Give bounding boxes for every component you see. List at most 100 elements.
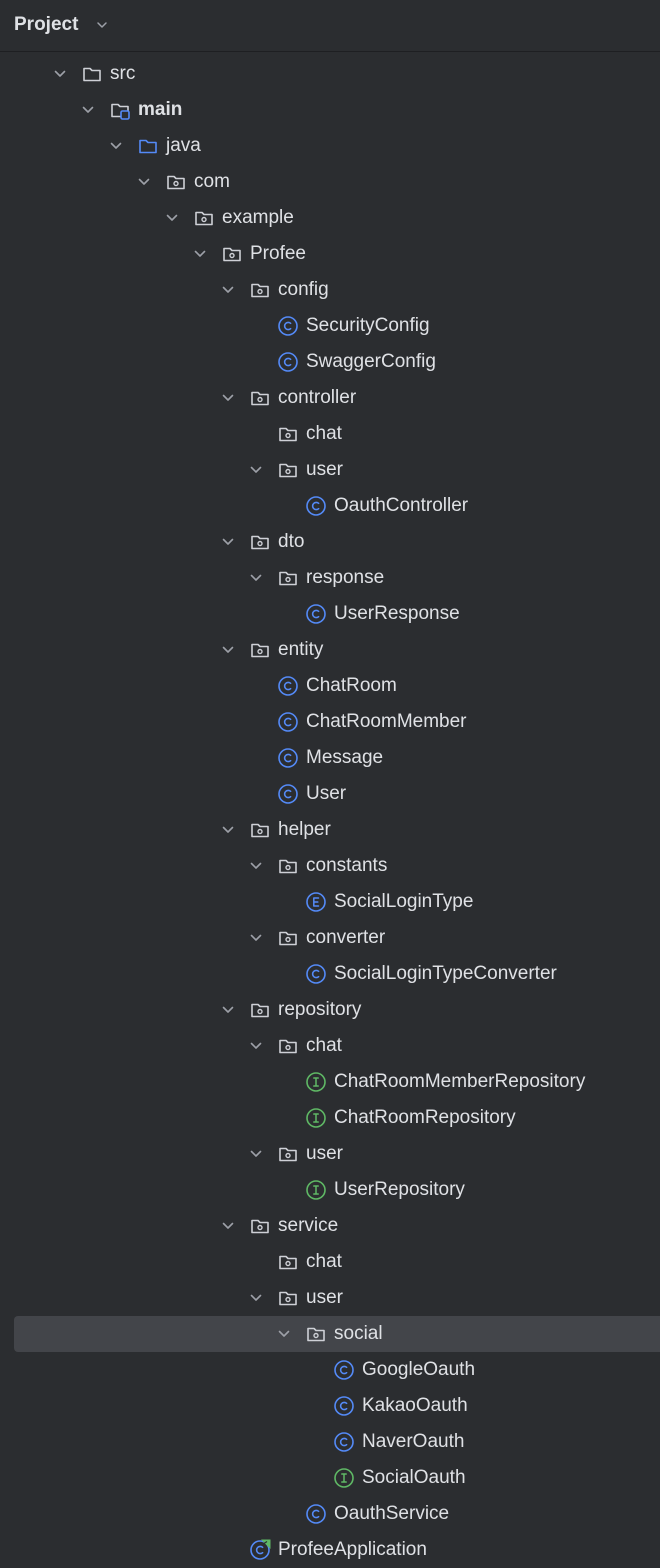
tree-node[interactable]: SecurityConfig [0, 308, 660, 344]
tree-node-label: src [110, 63, 136, 84]
tree-node[interactable]: User [0, 776, 660, 812]
class-icon [334, 1396, 354, 1416]
tree-node-label: ChatRoomMember [306, 711, 467, 732]
tree-node[interactable]: NaverOauth [0, 1424, 660, 1460]
tree-node[interactable]: user [0, 1136, 660, 1172]
tree-node[interactable]: SwaggerConfig [0, 344, 660, 380]
package-icon [279, 1291, 297, 1306]
tree-node[interactable]: ChatRoomMember [0, 704, 660, 740]
tree-node[interactable]: Profee [0, 236, 660, 272]
tree-node-label: repository [278, 999, 362, 1020]
chevron-down-icon[interactable] [193, 247, 207, 261]
package-icon [251, 823, 269, 838]
tree-node[interactable]: OauthService [0, 1496, 660, 1532]
package-icon [251, 643, 269, 658]
tree-node[interactable]: UserResponse [0, 596, 660, 632]
tree-node[interactable]: SocialOauth [0, 1460, 660, 1496]
tree-node[interactable]: controller [0, 380, 660, 416]
enum-icon [306, 892, 326, 912]
chevron-down-icon[interactable] [249, 1291, 263, 1305]
chevron-down-icon[interactable] [95, 18, 109, 32]
chevron-down-icon[interactable] [249, 859, 263, 873]
chevron-down-icon[interactable] [221, 1003, 235, 1017]
tree-node-label: NaverOauth [362, 1431, 465, 1452]
tree-node[interactable]: ChatRoomRepository [0, 1100, 660, 1136]
chevron-down-icon[interactable] [221, 283, 235, 297]
tree-node[interactable]: ChatRoomMemberRepository [0, 1064, 660, 1100]
chevron-down-icon[interactable] [249, 931, 263, 945]
chevron-down-icon[interactable] [249, 1147, 263, 1161]
tree-node-label: user [306, 459, 343, 480]
java-source-folder-icon [139, 139, 157, 154]
tree-node[interactable]: chat [0, 1028, 660, 1064]
tree-node-label: OauthService [334, 1503, 450, 1524]
class-icon [278, 784, 298, 804]
class-icon [278, 352, 298, 372]
tree-node-label: SocialLoginType [334, 891, 474, 912]
package-icon [251, 1003, 269, 1018]
tree-node-label: service [278, 1215, 339, 1236]
tree-node[interactable]: entity [0, 632, 660, 668]
tree-node[interactable]: constants [0, 848, 660, 884]
tree-node[interactable]: dto [0, 524, 660, 560]
tree-node[interactable]: example [0, 200, 660, 236]
chevron-down-icon[interactable] [81, 103, 95, 117]
tree-node[interactable]: chat [0, 416, 660, 452]
tree-node[interactable]: ProfeeApplication [0, 1532, 660, 1568]
tree-node[interactable]: KakaoOauth [0, 1388, 660, 1424]
tree-node[interactable]: user [0, 452, 660, 488]
tree-node[interactable]: SocialLoginType [0, 884, 660, 920]
chevron-down-icon[interactable] [277, 1327, 291, 1341]
chevron-down-icon[interactable] [221, 823, 235, 837]
chevron-down-icon[interactable] [249, 571, 263, 585]
tree-node-label: config [278, 279, 329, 300]
chevron-down-icon[interactable] [221, 1219, 235, 1233]
tree-node[interactable]: config [0, 272, 660, 308]
chevron-down-icon[interactable] [221, 391, 235, 405]
tree-node-label: ChatRoomMemberRepository [334, 1071, 586, 1092]
tree-node[interactable]: chat [0, 1244, 660, 1280]
tree-node-label: social [334, 1323, 383, 1344]
tree-node[interactable]: GoogleOauth [0, 1352, 660, 1388]
tree-node[interactable]: response [0, 560, 660, 596]
tree-node[interactable]: ChatRoom [0, 668, 660, 704]
tree-node[interactable]: UserRepository [0, 1172, 660, 1208]
chevron-down-icon[interactable] [221, 535, 235, 549]
tree-node[interactable]: repository [0, 992, 660, 1028]
chevron-down-icon[interactable] [109, 139, 123, 153]
chevron-down-icon[interactable] [137, 175, 151, 189]
tree-node-label: ProfeeApplication [278, 1539, 427, 1560]
tree-node-label: UserRepository [334, 1179, 465, 1200]
tree-node[interactable]: service [0, 1208, 660, 1244]
chevron-down-icon[interactable] [165, 211, 179, 225]
tree-node[interactable]: Message [0, 740, 660, 776]
class-icon [306, 496, 326, 516]
tree-node[interactable]: SocialLoginTypeConverter [0, 956, 660, 992]
project-view-title[interactable]: Project [14, 14, 79, 35]
tree-node-label: chat [306, 1251, 342, 1272]
tree-node[interactable]: main [0, 92, 660, 128]
package-icon [251, 1219, 269, 1234]
tree-node[interactable]: social [0, 1316, 660, 1352]
tree-node[interactable]: src [0, 56, 660, 92]
chevron-down-icon[interactable] [221, 643, 235, 657]
tree-node-label: converter [306, 927, 386, 948]
tree-node[interactable]: com [0, 164, 660, 200]
tree-node-label: KakaoOauth [362, 1395, 468, 1416]
tree-node[interactable]: OauthController [0, 488, 660, 524]
tree-node-label: constants [306, 855, 388, 876]
chevron-down-icon[interactable] [53, 67, 67, 81]
folder-icon [83, 67, 101, 82]
chevron-down-icon[interactable] [249, 463, 263, 477]
tree-node[interactable]: converter [0, 920, 660, 956]
tree-node-label: com [194, 171, 230, 192]
tree-node-label: example [222, 207, 294, 228]
package-icon [279, 1039, 297, 1054]
chevron-down-icon[interactable] [249, 1039, 263, 1053]
tree-node-label: Message [306, 747, 384, 768]
tree-node[interactable]: user [0, 1280, 660, 1316]
tree-node[interactable]: java [0, 128, 660, 164]
package-icon [279, 1255, 297, 1270]
tree-node[interactable]: helper [0, 812, 660, 848]
tree-node-label: user [306, 1143, 343, 1164]
